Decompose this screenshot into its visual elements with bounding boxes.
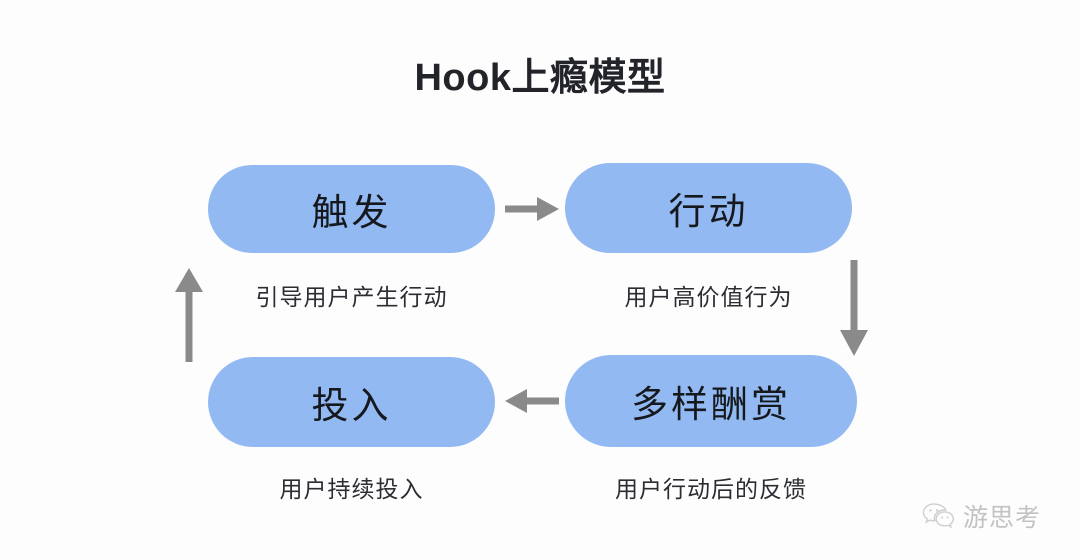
node-action-label: 行动 [668,191,749,232]
arrow-right-icon [505,197,559,221]
arrow-down-icon [840,260,868,356]
edge-label-investment-to-trigger: 用户持续投入 [279,476,424,502]
node-investment: 投入 [208,357,495,447]
edge-label-trigger-to-action: 引导用户产生行动 [255,284,448,310]
page-title: Hook上瘾模型 [414,57,666,99]
arrow-left-icon [505,389,559,413]
wechat-icon [922,503,954,529]
node-investment-label: 投入 [311,385,392,426]
edge-label-action-to-reward: 用户高价值行为 [624,284,793,310]
watermark-label: 游思考 [963,504,1042,532]
node-variable-reward-label: 多样酬赏 [631,384,791,425]
node-trigger: 触发 [208,165,495,253]
node-trigger-label: 触发 [311,192,392,233]
edge-label-reward-to-investment: 用户行动后的反馈 [615,476,807,502]
watermark: 游思考 [922,498,1041,534]
node-variable-reward: 多样酬赏 [565,355,857,447]
arrow-up-icon [175,268,203,362]
node-action: 行动 [565,163,852,253]
